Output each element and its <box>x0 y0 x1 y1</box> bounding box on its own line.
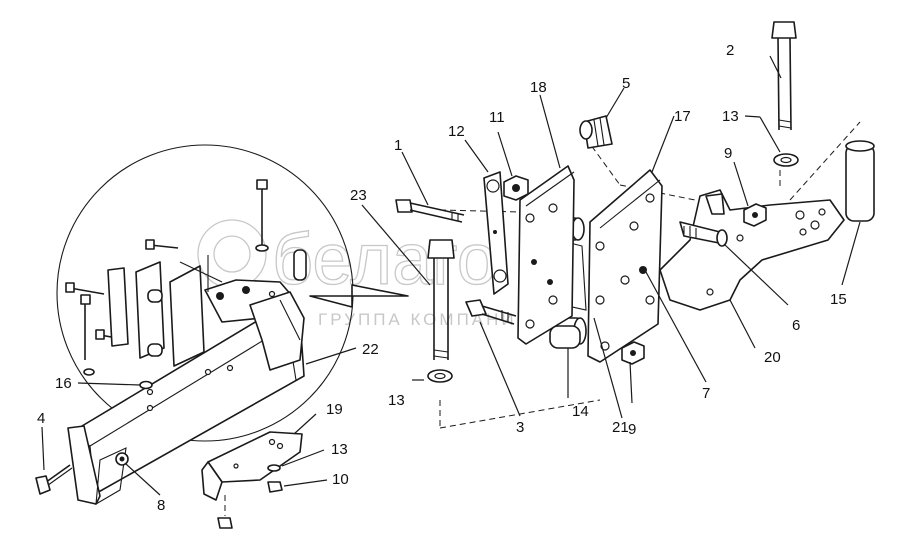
callout-20: 20 <box>764 349 781 366</box>
callout-17: 17 <box>674 108 691 125</box>
mounting-plate-17 <box>587 169 663 363</box>
callout-18: 18 <box>530 79 547 96</box>
callout-16: 16 <box>55 375 72 392</box>
leader-lines <box>41 55 861 496</box>
overview-inset <box>56 144 409 442</box>
washer-16 <box>139 380 153 390</box>
callout-1: 1 <box>394 137 402 154</box>
callout-8: 8 <box>157 497 165 514</box>
callout-6: 6 <box>792 317 800 334</box>
bolt-4 <box>35 464 73 495</box>
callout-9-bottom: 9 <box>628 421 636 438</box>
callout-5: 5 <box>622 75 630 92</box>
callout-12: 12 <box>448 123 465 140</box>
mini-bracket <box>169 265 205 367</box>
bushing-5 <box>579 115 613 149</box>
callout-23: 23 <box>350 187 367 204</box>
bushing-14 <box>549 325 581 349</box>
callout-19: 19 <box>326 401 343 418</box>
callout-13-left: 13 <box>388 392 405 409</box>
watermark-brand: белаго <box>272 220 497 300</box>
callout-labels: 1 2 3 4 5 6 7 8 9 9 10 11 12 13 13 13 14… <box>37 42 847 514</box>
mini-plate <box>135 261 165 359</box>
bolt-2 <box>771 21 797 131</box>
callout-13-top: 13 <box>722 108 739 125</box>
callout-10: 10 <box>332 471 349 488</box>
plate-18 <box>517 165 575 345</box>
nut-10 <box>267 481 283 493</box>
spacer-tube-15 <box>845 140 875 222</box>
callout-22: 22 <box>362 341 379 358</box>
callout-7: 7 <box>702 385 710 402</box>
watermark-inner-ring <box>213 235 251 273</box>
lower-bracket-19 <box>201 431 303 529</box>
callout-21: 21 <box>612 419 629 436</box>
washer-13c <box>267 464 281 472</box>
bolt-3 <box>465 299 517 325</box>
callout-4: 4 <box>37 410 45 427</box>
beam-end-plate <box>67 425 101 505</box>
watermark: белаго ГРУППА КОМПАНИЙ <box>197 219 529 329</box>
callout-14: 14 <box>572 403 589 420</box>
callout-13-bottom: 13 <box>331 441 348 458</box>
mini-link <box>107 267 129 347</box>
link-12 <box>483 171 509 295</box>
bracket-arm-20 <box>659 189 845 311</box>
bolt-long-vertical <box>427 239 455 360</box>
callout-11: 11 <box>489 109 505 126</box>
mini-spacer <box>293 249 307 281</box>
callout-3: 3 <box>516 419 524 436</box>
frame-beam <box>67 291 305 506</box>
callout-2: 2 <box>726 42 734 59</box>
callout-9-top: 9 <box>724 145 732 162</box>
callout-15: 15 <box>830 291 847 308</box>
bolt-1 <box>395 199 465 223</box>
